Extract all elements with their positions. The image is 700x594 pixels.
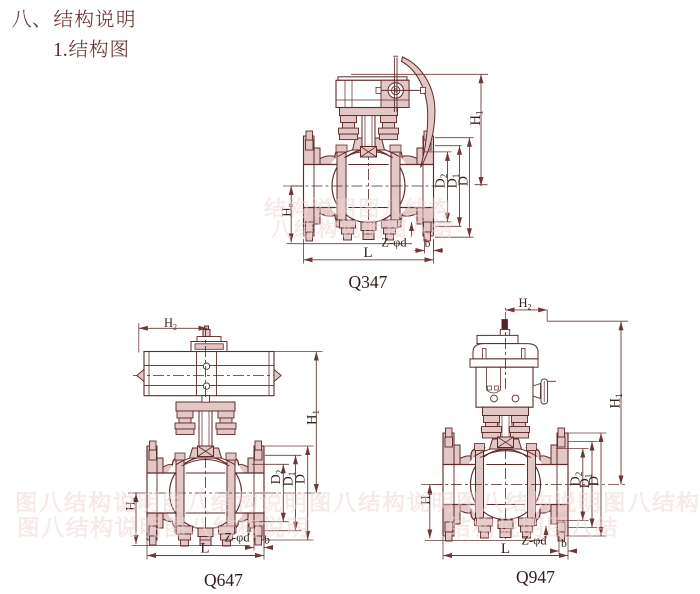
- svg-text:L: L: [363, 245, 372, 261]
- svg-text:D: D: [294, 474, 309, 484]
- svg-text:Z-φd: Z-φd: [521, 534, 547, 548]
- svg-text:Z-φd: Z-φd: [224, 531, 250, 545]
- svg-text:1.: 1.: [53, 40, 68, 61]
- svg-text:b: b: [425, 238, 431, 250]
- svg-text:D: D: [587, 476, 602, 486]
- svg-text:Q347: Q347: [349, 272, 388, 292]
- svg-text:D: D: [457, 176, 472, 186]
- svg-text:Q647: Q647: [204, 570, 243, 590]
- svg-text:L: L: [200, 541, 209, 557]
- svg-text:Q947: Q947: [516, 567, 555, 587]
- svg-text:b: b: [264, 535, 270, 547]
- svg-text:Z-φd: Z-φd: [381, 236, 407, 250]
- svg-text:L: L: [501, 541, 510, 557]
- svg-text:b: b: [561, 538, 567, 550]
